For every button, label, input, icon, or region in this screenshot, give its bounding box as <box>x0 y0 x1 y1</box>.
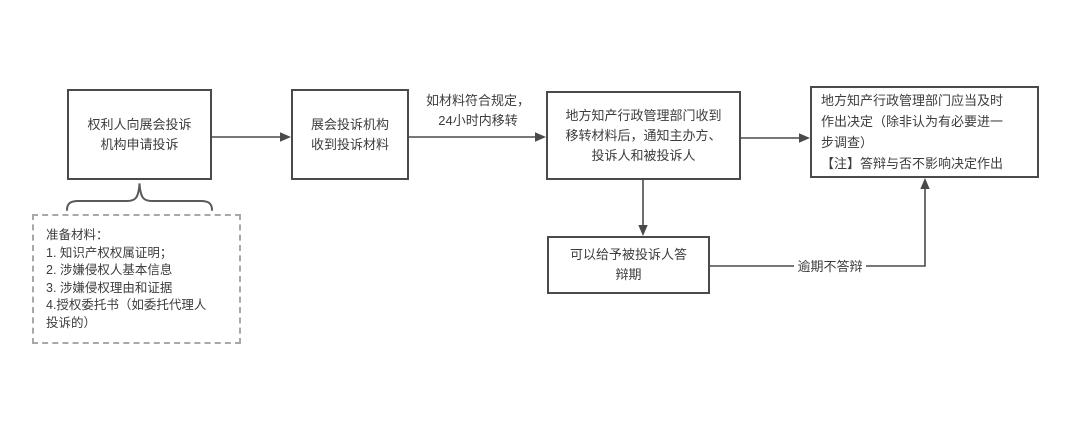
flow-node-authority-decision: 地方知产行政管理部门应当及时 作出决定（除非认为有必要进一 步调查） 【注】答辩… <box>810 86 1039 178</box>
arrow-notify-to-reply <box>638 180 648 236</box>
arrow-notify-to-decide <box>741 133 810 143</box>
flow-node-reply-period: 可以给予被投诉人答 辩期 <box>547 236 710 294</box>
note-prepare-materials: 准备材料： 1. 知识产权权属证明； 2. 涉嫌侵权人基本信息 3. 涉嫌侵权理… <box>32 214 241 344</box>
edge-label-transfer-condition: 如材料符合规定， 24小时内移转 <box>425 93 530 128</box>
arrow-receive-to-notify <box>409 132 546 142</box>
arrow-reply-to-decide <box>710 178 930 267</box>
arrow-apply-to-receive <box>212 132 291 142</box>
flow-node-authority-notify: 地方知产行政管理部门收到 移转材料后，通知主办方、 投诉人和被投诉人 <box>546 91 741 180</box>
curly-brace <box>66 183 213 211</box>
flow-node-apply-complaint: 权利人向展会投诉 机构申请投诉 <box>67 89 212 180</box>
edge-label-overdue-no-reply: 逾期不答辩 <box>794 257 866 277</box>
flow-node-receive-materials: 展会投诉机构 收到投诉材料 <box>291 89 409 180</box>
